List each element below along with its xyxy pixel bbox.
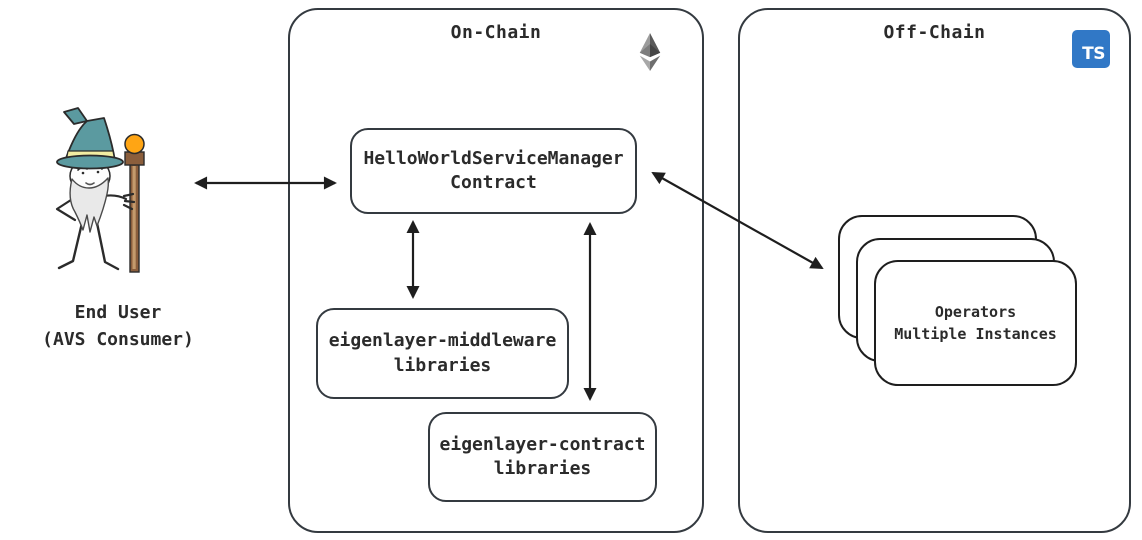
operators-box-front: Operators Multiple Instances [874,260,1077,386]
service-manager-box: HelloWorldServiceManager Contract [350,128,637,214]
operators-label: Operators Multiple Instances [894,302,1057,344]
off-chain-title: Off-Chain [883,22,986,43]
typescript-icon: TS [1072,30,1110,68]
end-user-wizard-illustration [55,107,145,273]
middleware-label: eigenlayer-middleware libraries [328,330,557,376]
staff-orb [124,133,145,155]
contract-label: eigenlayer-contract libraries [439,433,646,479]
middleware-box: eigenlayer-middleware libraries [316,308,569,399]
wizard-hat-brim [56,154,124,170]
on-chain-container: On-Chain [288,8,704,533]
typescript-icon-label: TS [1082,44,1105,64]
ethereum-icon [639,33,661,71]
contract-box: eigenlayer-contract libraries [428,412,657,502]
end-user-label: End User (AVS Consumer) [42,302,194,350]
wizard-beard [69,177,110,233]
wizard-hat [56,107,124,170]
on-chain-title: On-Chain [450,22,542,43]
service-manager-label: HelloWorldServiceManager Contract [363,147,624,193]
off-chain-container: Off-Chain TS [738,8,1131,533]
wizard-legs [57,221,120,271]
wizard-staff [124,133,145,273]
